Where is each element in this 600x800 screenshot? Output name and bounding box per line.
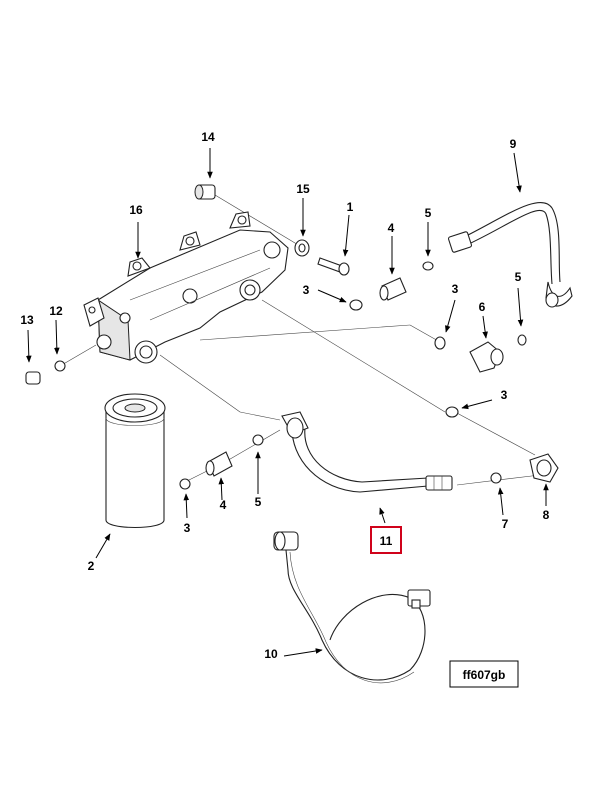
callout-4-upper: 4	[388, 221, 395, 235]
figure-code-box: ff607gb	[449, 660, 519, 688]
oring-3-upper	[349, 299, 363, 311]
oring-5-lower	[252, 434, 264, 446]
filter-head-manifold	[83, 211, 289, 364]
washer-15	[294, 239, 310, 257]
callout-8: 8	[543, 508, 550, 522]
callout-10: 10	[264, 647, 278, 661]
callout-5-upper: 5	[425, 206, 432, 220]
oring-3-mid	[434, 336, 446, 350]
oring-5-mid	[517, 334, 527, 346]
callout-11-highlight-box	[370, 526, 402, 554]
plug-14	[194, 184, 216, 200]
oring-12	[54, 360, 66, 372]
callout-15: 15	[296, 182, 310, 196]
oring-3-lower	[179, 478, 191, 490]
bolt-1	[317, 257, 350, 276]
callout-6: 6	[479, 300, 486, 314]
callout-4-lower: 4	[220, 498, 227, 512]
elbow-6	[469, 341, 504, 373]
callout-13: 13	[20, 313, 34, 327]
oring-5-upper	[422, 261, 434, 271]
callout-14: 14	[201, 130, 215, 144]
callout-2: 2	[88, 559, 95, 573]
plug-13	[25, 371, 41, 385]
callout-11: 11	[380, 534, 393, 548]
callout-1: 1	[347, 200, 354, 214]
fuel-filter-2	[104, 393, 166, 528]
callout-5-mid: 5	[515, 270, 522, 284]
oring-7	[490, 472, 502, 484]
fuel-hose-9	[447, 202, 573, 308]
callout-7: 7	[502, 517, 509, 531]
callout-labels: 14 15 1 16 4 5 9 3 3 5 6 13 12 3 3 4 5 7…	[20, 130, 549, 661]
callout-arrows	[26, 148, 549, 657]
callout-16: 16	[129, 203, 143, 217]
elbow-8	[529, 453, 559, 483]
figure-code: ff607gb	[463, 668, 506, 682]
callout-3-upper: 3	[303, 283, 310, 297]
wiring-harness-10	[273, 531, 431, 684]
callout-3-right: 3	[501, 388, 508, 402]
callout-3-mid: 3	[452, 282, 459, 296]
oring-3-right	[445, 406, 459, 418]
callout-5-lower: 5	[255, 495, 262, 509]
leader-lines	[59, 194, 541, 486]
callout-9: 9	[510, 137, 517, 151]
callout-12: 12	[49, 304, 63, 318]
fuel-hose-11	[281, 411, 453, 493]
callout-3-lower: 3	[184, 521, 191, 535]
adapter-4-lower	[205, 451, 233, 477]
adapter-4-upper	[379, 277, 407, 301]
